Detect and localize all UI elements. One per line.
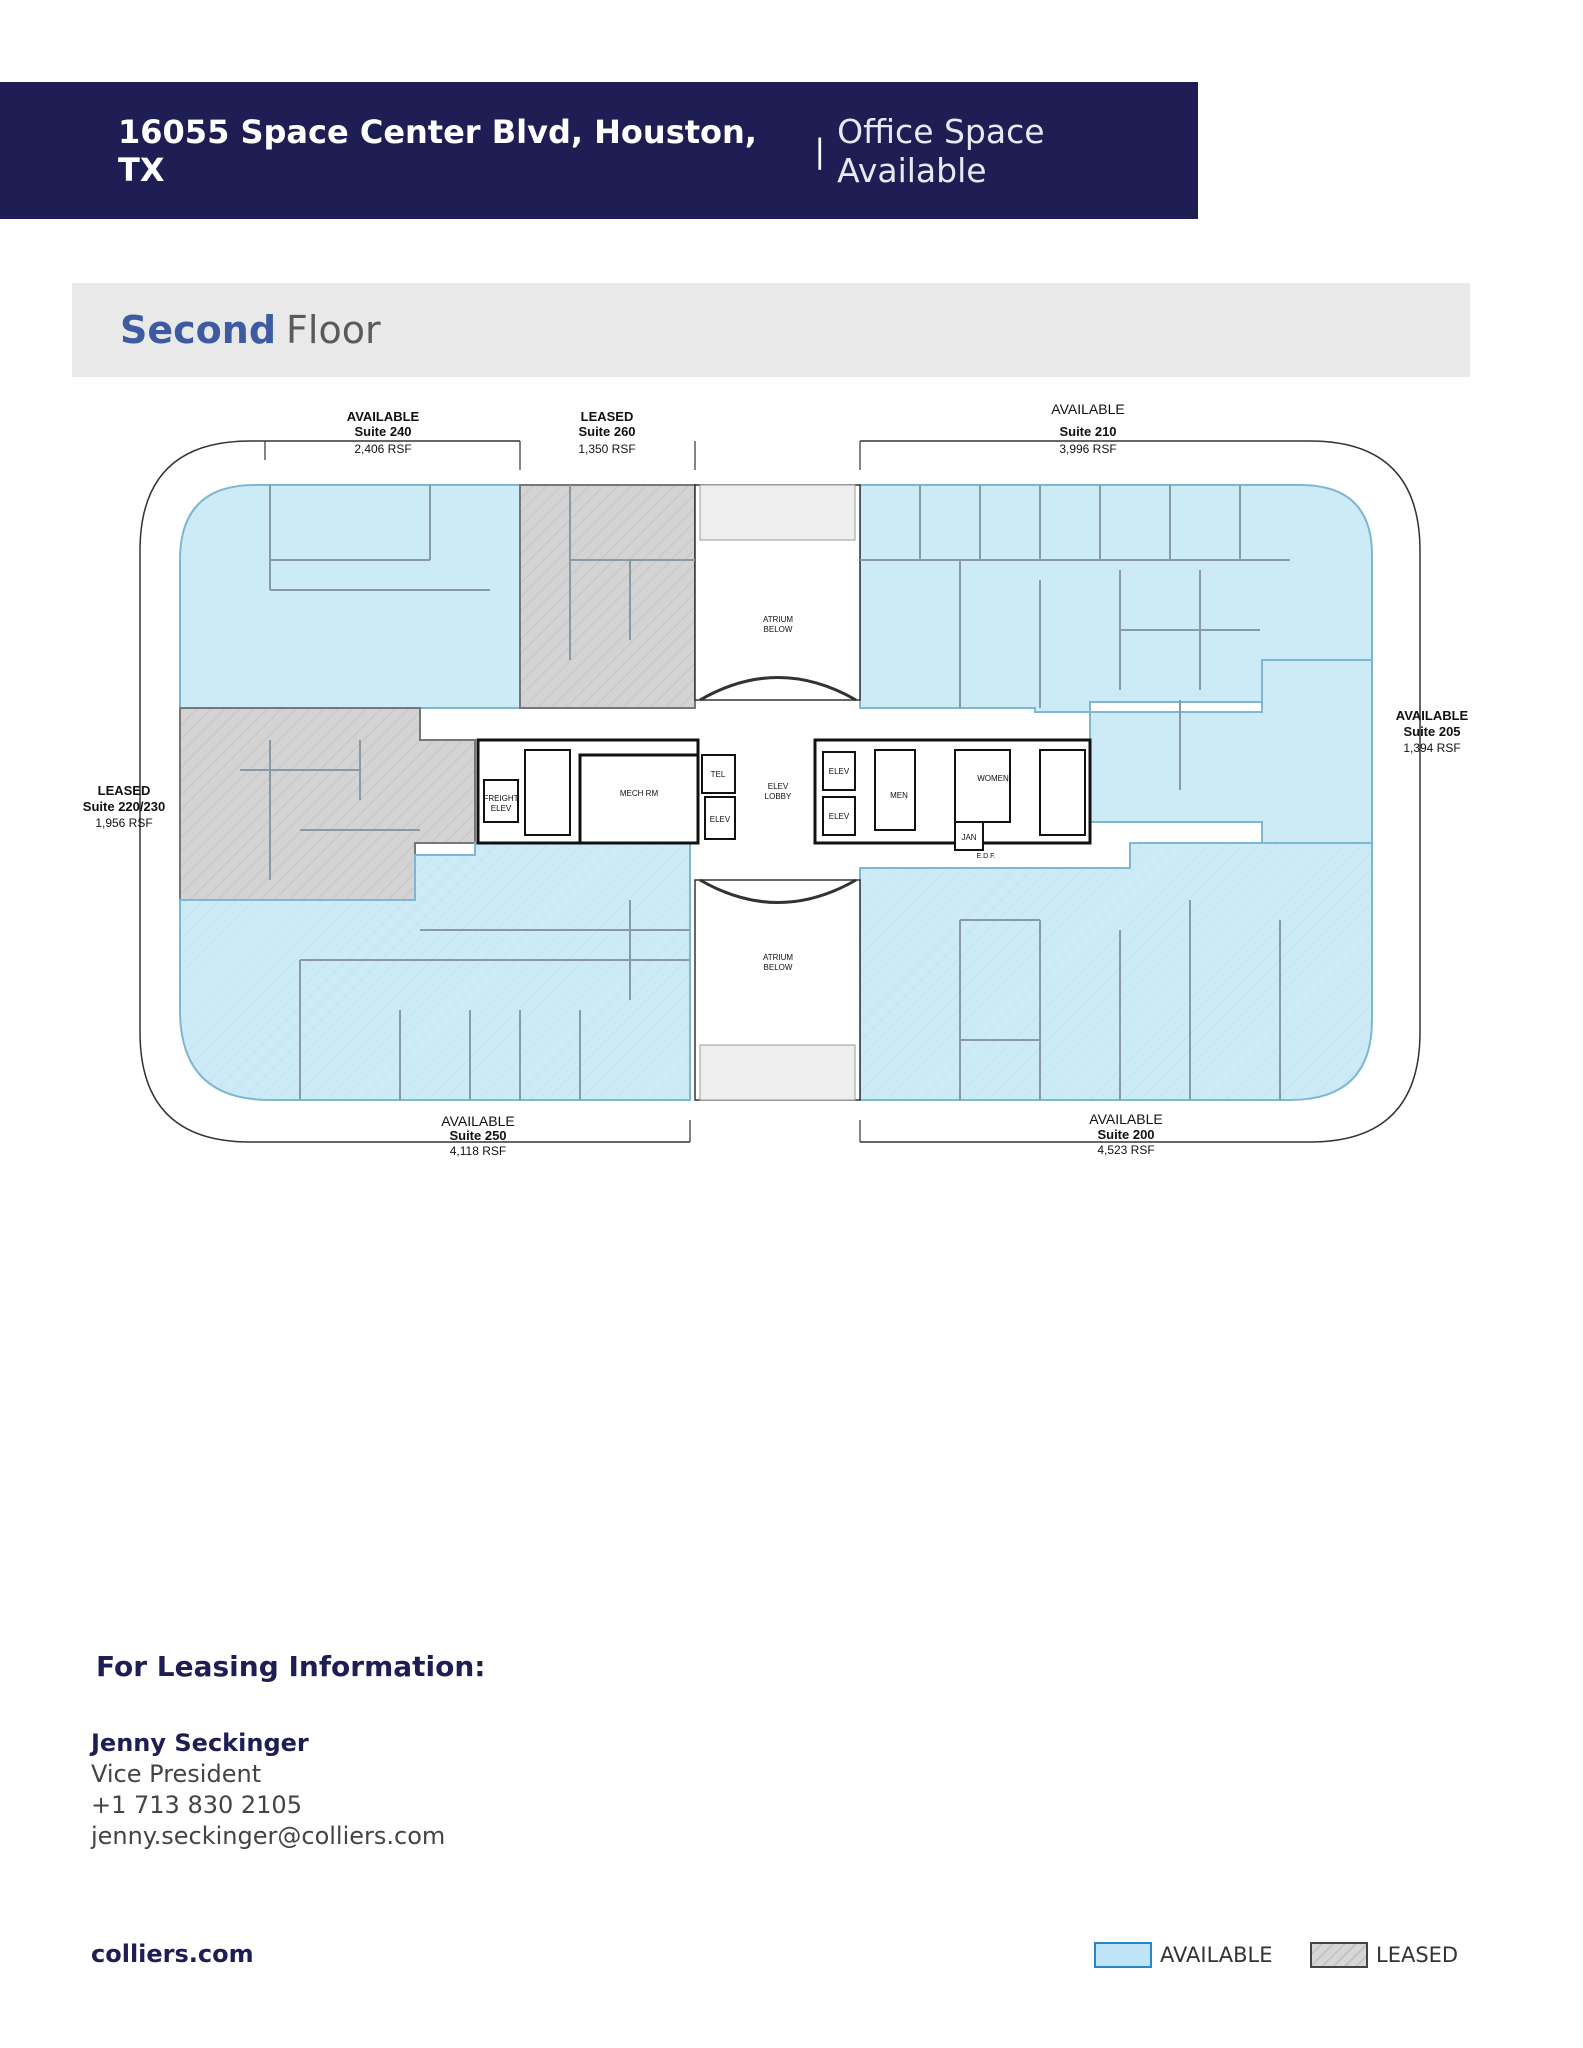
suite-210-status: AVAILABLE [1051, 401, 1124, 417]
suite-205-name: Suite 205 [1403, 724, 1460, 739]
freight-label-2: ELEV [491, 804, 512, 813]
dimension-brackets [264, 441, 861, 1142]
left-outer-boundary [139, 440, 690, 1143]
suite-250-rsf: 4,118 RSF [450, 1144, 506, 1158]
contact-phone[interactable]: +1 713 830 2105 [91, 1791, 302, 1819]
suite-205-status: AVAILABLE [1396, 708, 1469, 723]
elev-right-1 [822, 751, 856, 791]
atrium-bottom-label-2: BELOW [764, 963, 793, 972]
suite-220-status: LEASED [98, 783, 151, 798]
mens-room [874, 749, 916, 831]
stair-left [524, 749, 571, 836]
suite-200-name: Suite 200 [1097, 1127, 1154, 1142]
suite-260-area [519, 484, 696, 709]
property-address: 16055 Space Center Blvd, Houston, TX [118, 112, 757, 189]
atrium-top-grate [699, 484, 856, 541]
title-separator: | [814, 131, 826, 170]
suite-240-rsf: 2,406 RSF [354, 442, 411, 456]
contact-email[interactable]: jenny.seckinger@colliers.com [91, 1822, 446, 1850]
contact-title: Vice President [91, 1760, 262, 1788]
suite-250-status: AVAILABLE [441, 1113, 514, 1129]
mech-room-label: MECH RM [620, 789, 659, 798]
suite-240-name: Suite 240 [354, 424, 411, 439]
contact-card: Jenny Seckinger Vice President +1 713 83… [91, 1728, 445, 1852]
contact-name: Jenny Seckinger [91, 1729, 309, 1757]
tel-label: TEL [711, 770, 726, 779]
suite-200-area [859, 842, 1373, 1101]
elev-right-2-label: ELEV [829, 812, 850, 821]
edf-label: E.D.F. [976, 853, 995, 860]
elev-label-small: ELEV [710, 815, 731, 824]
floor-heading: Second Floor [72, 283, 1470, 377]
jan-room [954, 821, 984, 851]
suite-220-name: Suite 220/230 [83, 799, 165, 814]
suite-205-area [1089, 659, 1373, 844]
suite-260-name: Suite 260 [578, 424, 635, 439]
suite-200-rsf: 4,523 RSF [1097, 1143, 1154, 1157]
elev-right-1-label: ELEV [829, 767, 850, 776]
atrium-top-label-2: BELOW [764, 625, 793, 634]
mech-room [578, 753, 700, 845]
freight-label-1: FREIGHT [483, 794, 518, 803]
suite-200-status: AVAILABLE [1089, 1111, 1162, 1127]
floor-plan: AVAILABLE Suite 240 LEASED Suite 260 AVA… [83, 401, 1469, 1158]
suite-240-status: AVAILABLE [347, 409, 420, 424]
floor-heading-bold: Second [120, 308, 277, 352]
elev-right-2 [822, 796, 856, 836]
tel-room [701, 754, 736, 794]
legend-available-swatch [1094, 1942, 1152, 1968]
website-link[interactable]: colliers.com [91, 1940, 254, 1968]
atrium-bottom-grate [699, 1044, 856, 1101]
legend-leased: LEASED [1310, 1940, 1458, 1970]
suite-250-area [179, 842, 691, 1101]
legend-leased-label: LEASED [1376, 1943, 1459, 1967]
elev-small-left [704, 796, 736, 840]
suite-210-name: Suite 210 [1059, 424, 1116, 439]
womens-label: WOMEN [977, 774, 1009, 783]
floor-heading-normal: Floor [286, 308, 381, 352]
atrium-bottom-label-1: ATRIUM [763, 953, 793, 962]
legend-leased-swatch [1310, 1942, 1368, 1968]
atrium-bottom-arc [699, 878, 857, 904]
suite-250-name: Suite 250 [449, 1128, 506, 1143]
atrium-top-arc [699, 676, 857, 702]
atrium-top-label-1: ATRIUM [763, 615, 793, 624]
legend-available-label: AVAILABLE [1160, 1943, 1273, 1967]
suite-260-status: LEASED [581, 409, 634, 424]
mens-label: MEN [890, 791, 908, 800]
suite-220-rsf: 1,956 RSF [95, 816, 152, 830]
interior-partitions [240, 485, 1290, 1100]
suite-205-rsf: 1,394 RSF [1403, 741, 1460, 755]
suite-210-rsf: 3,996 RSF [1059, 442, 1116, 456]
womens-room [954, 749, 1011, 823]
elev-lobby-label-1: ELEV [768, 782, 789, 791]
jan-label: JAN [961, 833, 976, 842]
right-outer-boundary [860, 440, 1421, 1143]
header-banner: 16055 Space Center Blvd, Houston, TX | O… [0, 82, 1198, 219]
elev-lobby-label-2: LOBBY [765, 792, 792, 801]
stair-right [1039, 749, 1086, 836]
suite-240-area [179, 484, 521, 709]
suite-260-rsf: 1,350 RSF [578, 442, 635, 456]
header-subtitle: Office Space Available [837, 111, 1045, 190]
freight-elev [483, 779, 519, 823]
leasing-info-heading: For Leasing Information: [96, 1650, 486, 1683]
legend-available: AVAILABLE [1094, 1940, 1273, 1970]
